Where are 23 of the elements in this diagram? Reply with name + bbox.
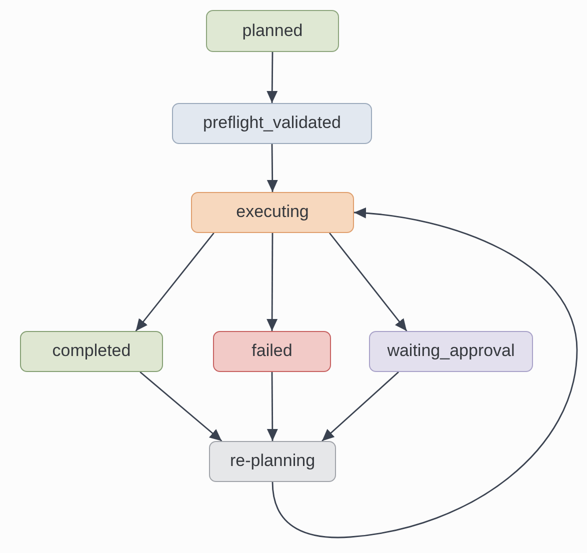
state-box [172, 103, 372, 144]
state-label: executing [236, 202, 309, 223]
arrow [266, 144, 278, 192]
arrow [140, 371, 222, 442]
arrow [322, 371, 399, 442]
state-label: completed [52, 341, 131, 362]
state-label: failed [252, 341, 292, 362]
state-box [191, 192, 354, 233]
state-label: re-planning [230, 451, 316, 472]
arrow [266, 52, 278, 103]
state-label: preflight_validated [203, 113, 341, 134]
state-box [369, 331, 533, 372]
arrow [135, 232, 214, 332]
state-label: waiting_approval [387, 341, 515, 362]
state-box [209, 441, 336, 482]
state-box [20, 331, 163, 372]
arrow [266, 233, 278, 331]
state-box [206, 10, 339, 52]
state-box [213, 331, 331, 372]
curved-arrow [272, 208, 578, 538]
arrow [329, 232, 408, 332]
state-label: planned [242, 20, 303, 42]
arrow [266, 372, 278, 441]
